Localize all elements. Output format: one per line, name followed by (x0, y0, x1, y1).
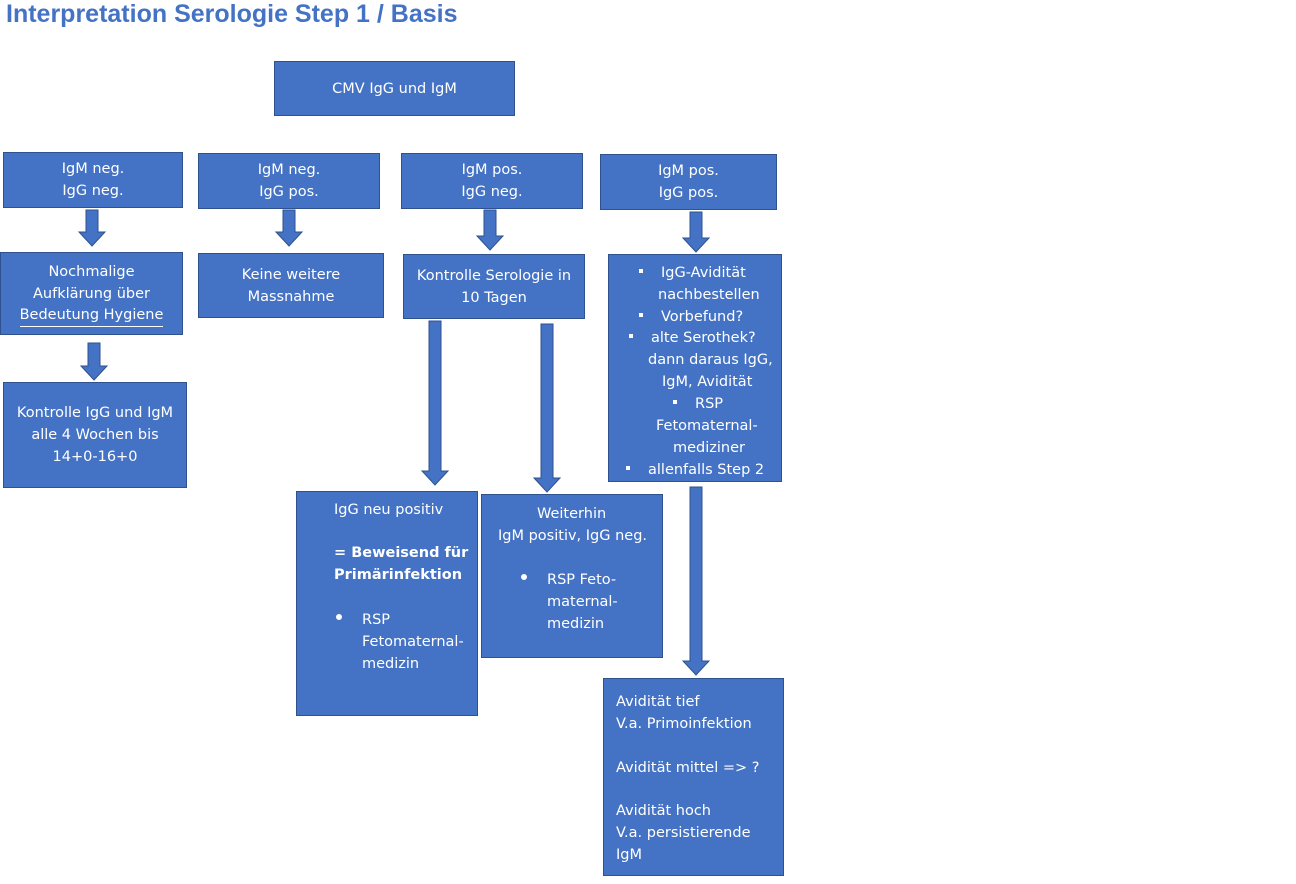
followup-bullet-text: medizin (362, 656, 420, 672)
arrow-case4 (681, 211, 711, 253)
case-line1: IgM pos. (658, 163, 719, 179)
list-item-continued: dann daraus IgG, (648, 352, 773, 368)
case-igm-pos-igg-neg: IgM pos. IgG neg. (401, 153, 583, 209)
list-item-continued: Fetomaternal- (656, 418, 758, 434)
followup-line: V.a. Primoinfektion (616, 716, 752, 732)
action-line: Bedeutung Hygiene (19, 305, 164, 327)
arrow-case3 (475, 209, 505, 251)
followup-line: IgM (616, 847, 642, 863)
followup-line: Avidität hoch (616, 803, 712, 819)
arrow-case1 (77, 209, 107, 247)
followup-igg-neu-positiv: IgG neu positiv = Beweisend für Primärin… (296, 491, 478, 716)
list-item: Vorbefund? (639, 306, 743, 328)
case-line1: IgM neg. (61, 161, 125, 177)
followup-line: V.a. persistierende (616, 825, 751, 841)
action-line: 10 Tagen (461, 289, 527, 306)
followup-bullet-text: Fetomaternal- (362, 634, 464, 650)
list-item-continued: IgM, Avidität (662, 374, 753, 390)
arrow-case2 (274, 209, 304, 247)
bullet-icon (521, 568, 527, 590)
diagram-title: Interpretation Serologie Step 1 / Basis (6, 0, 458, 28)
followup-avidity-results: Avidität tief V.a. Primoinfektion Avidit… (603, 678, 784, 876)
action-line: Aufklärung über (33, 285, 150, 302)
action-line: Kontrolle Serologie in (416, 267, 572, 284)
list-item-continued: nachbestellen (658, 287, 760, 303)
bullet-icon (336, 608, 342, 630)
case-line2: IgG pos. (259, 184, 319, 200)
followup-weiterhin-igm-positiv: Weiterhin IgM positiv, IgG neg. RSP Feto… (481, 494, 663, 658)
case-line2: IgG pos. (658, 185, 719, 201)
list-item: RSP (673, 393, 723, 415)
followup-bullet-text: RSP (362, 612, 391, 628)
action-line: Nochmalige (48, 263, 135, 280)
followup-heading: IgM positiv, IgG neg. (498, 528, 648, 544)
arrow-action1 (79, 342, 109, 381)
followup-line: 14+0-16+0 (52, 449, 138, 465)
action-line: Keine weitere (241, 266, 341, 283)
case-line1: IgM neg. (257, 162, 321, 178)
followup-bullet-text: medizin (547, 616, 605, 632)
action-keine-weitere-massnahme: Keine weitere Massnahme (198, 253, 384, 318)
list-item: IgG-Avidität (639, 262, 746, 284)
arrow-to-avidity (681, 486, 711, 676)
case-line2: IgG neg. (62, 183, 124, 199)
list-item: allenfalls Step 2 (626, 459, 764, 481)
arrow-to-weiterhin (532, 323, 562, 493)
followup-bullet-text: maternal- (547, 594, 618, 610)
followup-kontrolle-alle-4-wochen: Kontrolle IgG und IgM alle 4 Wochen bis … (3, 382, 187, 488)
case-igm-neg-igg-pos: IgM neg. IgG pos. (198, 153, 380, 209)
list-item: alte Serothek? (629, 327, 756, 349)
followup-bold-line: Primärinfektion (334, 567, 463, 583)
arrow-to-igg-neu-positiv (420, 320, 450, 486)
action-kontrolle-serologie: Kontrolle Serologie in 10 Tagen (403, 254, 585, 319)
root-label: CMV IgG und IgM (332, 80, 457, 97)
followup-heading: Weiterhin (537, 506, 607, 522)
followup-heading: IgG neu positiv (334, 502, 444, 518)
followup-bold-line: = Beweisend für (334, 545, 469, 561)
followup-bullet-text: RSP Feto- (547, 572, 617, 588)
action-nochmalige-aufklaerung: Nochmalige Aufklärung über Bedeutung Hyg… (0, 252, 183, 335)
followup-line: alle 4 Wochen bis (31, 427, 159, 443)
case-igm-pos-igg-pos: IgM pos. IgG pos. (600, 154, 777, 210)
followup-line: Avidität mittel => ? (616, 760, 760, 776)
action-line: Massnahme (247, 288, 335, 305)
action-avidity-list: IgG-Avidität nachbestellen Vorbefund? al… (608, 254, 782, 482)
case-line1: IgM pos. (461, 162, 523, 178)
case-line2: IgG neg. (461, 184, 523, 200)
followup-line: Kontrolle IgG und IgM (16, 405, 174, 421)
root-node-cmv: CMV IgG und IgM (274, 61, 515, 116)
list-item-continued: mediziner (673, 440, 745, 456)
followup-line: Avidität tief (616, 694, 700, 710)
case-igm-neg-igg-neg: IgM neg. IgG neg. (3, 152, 183, 208)
